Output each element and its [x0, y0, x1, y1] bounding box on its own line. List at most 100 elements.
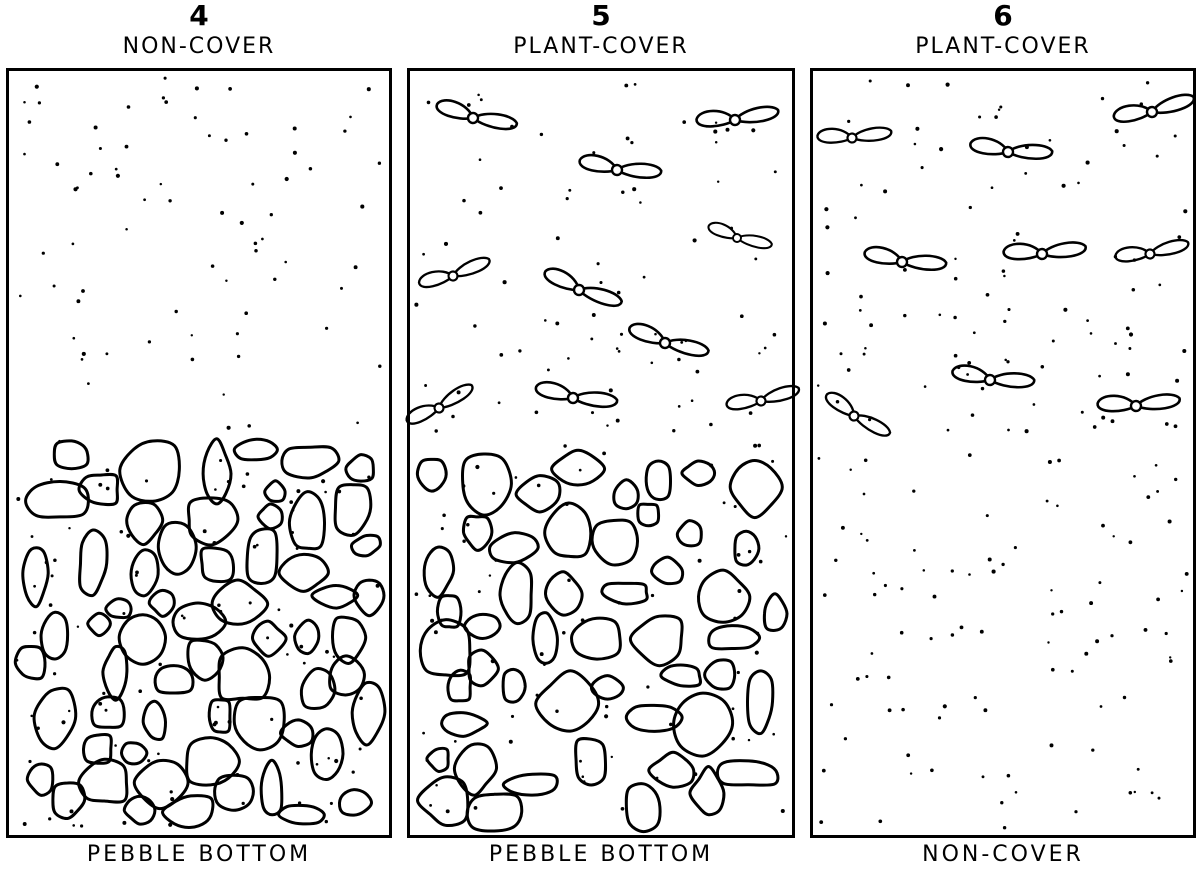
sediment-dot: [1169, 656, 1171, 658]
sediment-dot: [1151, 791, 1154, 794]
sediment-dot: [740, 314, 744, 318]
pebble: [282, 447, 339, 478]
pebble: [203, 439, 231, 504]
panel-6: 6 PLANT-COVER NON-COVER: [810, 0, 1196, 876]
sediment-dot: [125, 228, 128, 231]
sediment-dot: [183, 617, 186, 620]
sediment-dot: [191, 334, 193, 336]
sediment-dot: [981, 387, 984, 390]
sediment-dot: [998, 109, 1000, 111]
sediment-dot: [81, 289, 85, 293]
sediment-dot: [492, 492, 495, 495]
plant-sprig: [1114, 235, 1190, 266]
sediment-dot: [42, 252, 45, 255]
sediment-dot: [938, 716, 941, 719]
sediment-dot: [106, 468, 110, 472]
sediment-dot: [515, 476, 518, 479]
sediment-dot: [773, 333, 777, 337]
sediment-dot: [1175, 379, 1179, 383]
sediment-dot: [830, 703, 833, 706]
sediment-dot: [462, 199, 466, 203]
sediment-dot: [367, 87, 371, 91]
plant-sprig: [404, 379, 476, 429]
sediment-dot: [986, 514, 989, 517]
sediment-dot: [220, 211, 224, 215]
sediment-dot: [540, 652, 544, 656]
sediment-dot: [691, 399, 694, 402]
sediment-dot: [511, 715, 514, 718]
sediment-dot: [643, 276, 646, 279]
sediment-dot: [869, 79, 872, 82]
sediment-dot: [646, 685, 649, 688]
sediment-dot: [781, 809, 785, 813]
sediment-dot: [145, 479, 148, 482]
sediment-dot: [138, 689, 142, 693]
sediment-dot: [80, 824, 83, 827]
sediment-dot: [1114, 342, 1117, 345]
sediment-dot: [53, 672, 56, 675]
sediment-dot: [982, 775, 985, 778]
sediment-dot: [38, 101, 41, 104]
pebble: [351, 535, 380, 556]
sediment-dot: [81, 358, 84, 361]
pebble: [131, 550, 158, 596]
plant-node: [847, 133, 857, 143]
sediment-dot: [968, 573, 971, 576]
sediment-dot: [278, 608, 281, 611]
pebble: [162, 796, 212, 828]
sediment-dot: [162, 96, 165, 99]
sediment-dot: [592, 313, 596, 317]
sediment-dot: [863, 493, 866, 496]
sediment-dot: [444, 242, 448, 246]
leaf: [616, 161, 661, 179]
sediment-dot: [213, 722, 217, 726]
sediment-dot: [1185, 572, 1189, 576]
sediment-dot: [759, 560, 763, 564]
leaf: [1041, 241, 1086, 259]
sediment-dot: [680, 341, 683, 344]
sediment-dot: [446, 809, 450, 813]
sediment-dot: [191, 358, 195, 362]
sediment-dot: [289, 624, 293, 628]
sediment-dot: [73, 187, 77, 191]
sediment-dot: [624, 84, 628, 88]
sediment-dot: [771, 460, 774, 463]
pebble: [552, 450, 605, 485]
plant-sprig: [822, 389, 894, 439]
pebble: [709, 626, 760, 649]
pebble: [124, 796, 155, 824]
pebble: [27, 764, 53, 795]
pebble: [155, 666, 193, 693]
sediment-dot: [23, 101, 26, 104]
sediment-dot: [1095, 639, 1099, 643]
panel-number: 6: [810, 0, 1196, 32]
sediment-dot: [72, 243, 75, 246]
sediment-dot: [473, 324, 476, 327]
leaf: [472, 109, 518, 132]
sediment-dot: [434, 630, 438, 634]
leaf: [664, 334, 710, 359]
sediment-dot: [236, 332, 239, 335]
sediment-dot: [474, 806, 478, 810]
sediment-dot: [1001, 563, 1004, 566]
sediment-dot: [726, 128, 730, 132]
sediment-dot: [359, 747, 362, 750]
sediment-dot: [247, 424, 251, 428]
sediment-dot: [1056, 505, 1059, 508]
leaf: [851, 127, 892, 143]
sediment-dot: [253, 545, 257, 549]
sediment-dot: [296, 489, 300, 493]
sediment-dot: [774, 170, 777, 173]
sediment-dot: [51, 574, 54, 577]
sediment-dot: [566, 197, 569, 200]
sediment-dot: [170, 797, 174, 801]
sediment-dot: [1110, 634, 1113, 637]
sediment-dot: [654, 333, 657, 336]
sediment-dot: [1158, 284, 1161, 287]
sediment-dot: [634, 83, 637, 86]
leaf: [736, 231, 773, 251]
sediment-dot: [454, 740, 457, 743]
sediment-dot: [325, 820, 328, 823]
sediment-dot: [1003, 275, 1006, 278]
sediment-dot: [427, 101, 431, 105]
